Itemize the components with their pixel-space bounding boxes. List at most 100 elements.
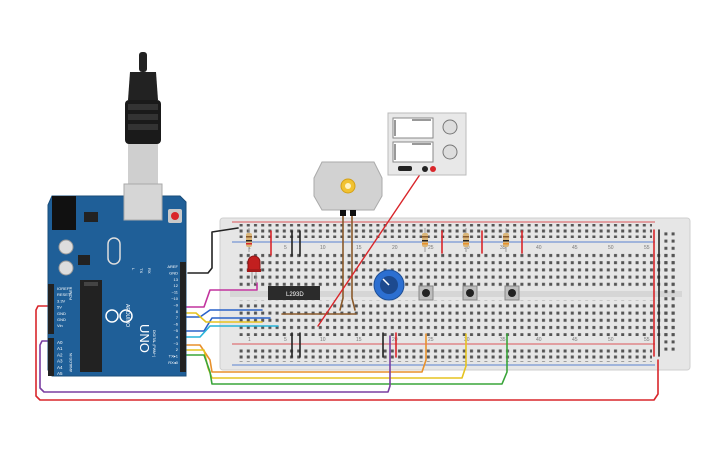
column-number-top: 20 <box>392 245 398 251</box>
column-number-top: 35 <box>500 245 506 251</box>
column-number-top: 50 <box>608 245 614 251</box>
digital-pin-label: ~11 <box>172 290 179 295</box>
digital-header[interactable] <box>180 262 186 372</box>
wire-yellow-long[interactable] <box>179 333 467 379</box>
column-number-top: 25 <box>428 245 434 251</box>
pushbutton-3[interactable] <box>504 285 520 301</box>
resistor-led[interactable] <box>246 228 252 252</box>
column-number-bottom: 25 <box>428 337 434 343</box>
resistor-button-1[interactable] <box>422 228 428 252</box>
power-pin-label: GND <box>57 317 66 322</box>
power-pin-label: 5V <box>57 305 62 310</box>
column-number-bottom: 35 <box>500 337 506 343</box>
breadboard-bottom-rail <box>237 348 652 362</box>
digital-pin-label: ~9 <box>173 302 178 307</box>
digital-pin-label: 8 <box>176 309 179 314</box>
arduino-uno[interactable]: ARDUINO UNO TX RX L DIGITAL (PWM~) POWER… <box>47 52 187 377</box>
analog-pin-label: A0 <box>57 340 63 345</box>
power-pin-label: IOREF <box>57 286 70 291</box>
wire-green[interactable] <box>179 333 508 385</box>
wire-red-supply[interactable] <box>317 169 424 327</box>
analog-header[interactable] <box>48 338 54 376</box>
breadboard-bottom-block <box>237 300 677 336</box>
resistor-button-2[interactable] <box>463 228 469 252</box>
supply-switch[interactable] <box>398 166 412 171</box>
pushbutton-1[interactable] <box>418 285 434 301</box>
analog-pin-label: A1 <box>57 346 63 351</box>
digital-pin-label: 12 <box>174 283 179 288</box>
column-number-top: 45 <box>572 245 578 251</box>
red-led[interactable] <box>247 255 261 284</box>
digital-pin-label: 4 <box>176 334 179 339</box>
potentiometer[interactable] <box>373 269 405 301</box>
wire-orange[interactable] <box>179 333 427 373</box>
column-number-top: 5 <box>284 245 287 251</box>
digital-pin-label: 7 <box>176 315 179 320</box>
digital-label: DIGITAL (PWM~) <box>152 330 156 357</box>
digital-pin-label: GND <box>169 270 178 275</box>
breadboard-top-block <box>237 252 677 288</box>
wire-magenta[interactable] <box>179 282 258 308</box>
digital-pin-label: RX◂0 <box>168 360 179 365</box>
digital-pin-label: ~5 <box>173 328 178 333</box>
power-header[interactable] <box>48 284 54 334</box>
arduino-brand: ARDUINO <box>124 304 130 327</box>
supply-display-bottom <box>392 141 434 163</box>
supply-display-top <box>392 117 434 139</box>
wire-cyan[interactable] <box>179 325 279 338</box>
wire-black-gnd[interactable] <box>187 227 239 274</box>
power-pin-label: GND <box>57 311 66 316</box>
arduino-model: UNO <box>137 324 152 353</box>
column-number-bottom: 5 <box>284 337 287 343</box>
supply-terminal-pos[interactable] <box>430 166 436 172</box>
breadboard-groove <box>230 291 682 297</box>
column-number-top: 55 <box>644 245 650 251</box>
power-supply[interactable] <box>387 112 467 176</box>
power-label: POWER <box>69 286 73 300</box>
digital-pin-label: 2 <box>176 347 179 352</box>
pushbutton-2[interactable] <box>462 285 478 301</box>
analog-label: ANALOG IN <box>69 352 73 372</box>
arduino-logo <box>105 309 133 323</box>
column-number-bottom: 15 <box>356 337 362 343</box>
wire-brown-motor-2[interactable] <box>351 213 356 311</box>
digital-pin-label: TX▸1 <box>169 354 179 359</box>
voltage-knob[interactable] <box>442 119 458 135</box>
wire-purple[interactable] <box>39 335 391 393</box>
power-pin-label: 3.3V <box>57 298 66 303</box>
wire-blue-1[interactable] <box>179 309 263 318</box>
wire-blue-2[interactable] <box>179 317 271 332</box>
analog-pin-label: A2 <box>57 352 63 357</box>
power-jack <box>52 196 76 230</box>
l293d-ic[interactable]: L293D <box>268 286 320 300</box>
digital-pin-label: 13 <box>174 277 179 282</box>
column-number-bottom: 40 <box>536 337 542 343</box>
current-knob[interactable] <box>442 144 458 160</box>
column-number-top: 30 <box>464 245 470 251</box>
analog-pin-label: A3 <box>57 359 63 364</box>
column-number-top: 10 <box>320 245 326 251</box>
tx-label: TX <box>139 268 144 273</box>
column-number-bottom: 45 <box>572 337 578 343</box>
column-number-bottom: 20 <box>392 337 398 343</box>
column-number-bottom: 55 <box>644 337 650 343</box>
column-number-bottom: 50 <box>608 337 614 343</box>
digital-pin-label: ~6 <box>173 322 178 327</box>
resistor-button-3[interactable] <box>503 228 509 252</box>
column-number-top: 40 <box>536 245 542 251</box>
supply-terminal-neg[interactable] <box>422 166 428 172</box>
wire-red-power[interactable] <box>35 305 659 401</box>
usb-cable[interactable] <box>123 52 163 221</box>
digital-pin-label: AREF <box>167 264 178 269</box>
wire-brown-motor-1[interactable] <box>339 213 344 311</box>
ic-label: L293D <box>286 292 304 298</box>
wire-yellow-short[interactable] <box>179 312 263 323</box>
dc-motor[interactable] <box>313 161 383 216</box>
